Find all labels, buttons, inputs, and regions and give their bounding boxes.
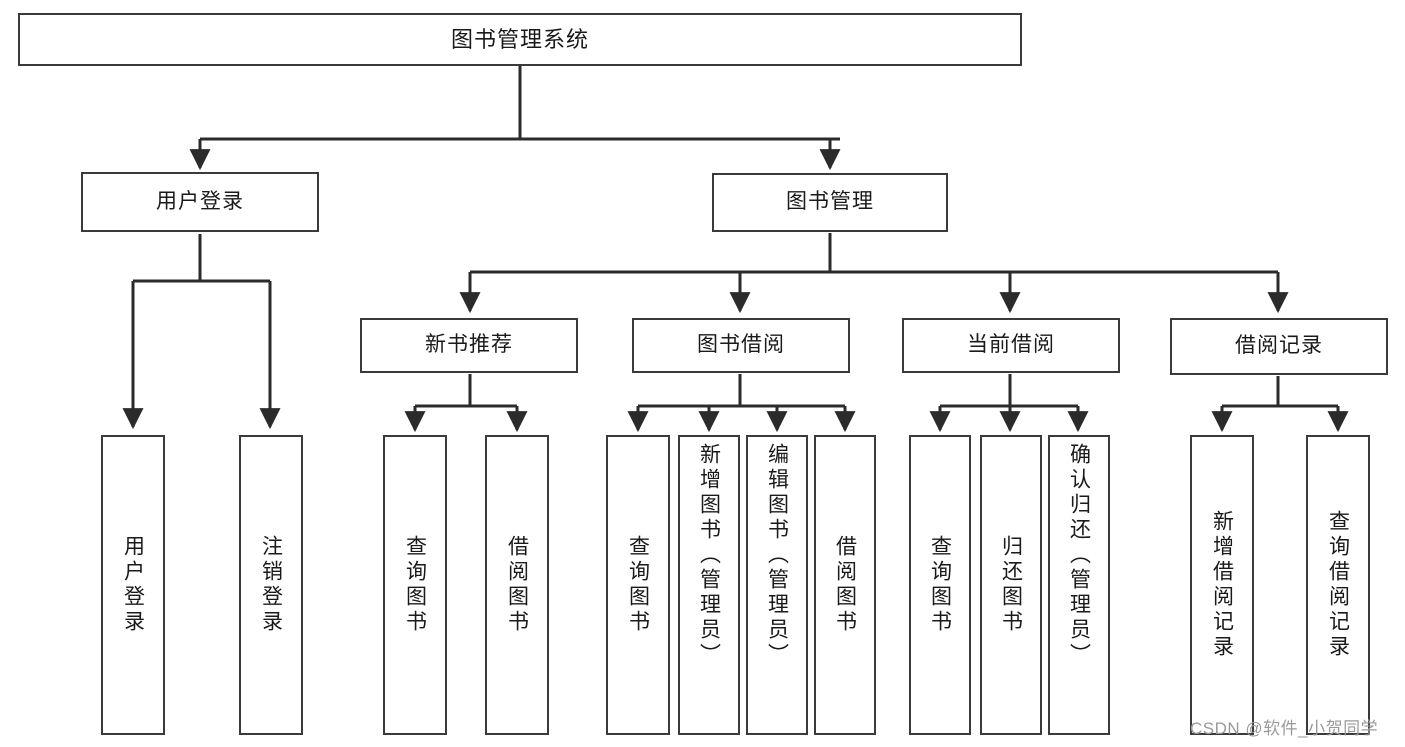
leaf-query-book-1[interactable]: 查询图书 <box>383 435 447 735</box>
node-book-manage-label: 图书管理 <box>786 190 874 214</box>
node-borrow-record[interactable]: 借阅记录 <box>1170 318 1388 375</box>
leaf-borrow-book-2[interactable]: 借阅图书 <box>814 435 876 735</box>
leaf-return-book[interactable]: 归还图书 <box>980 435 1042 735</box>
leaf-borrow-book-1[interactable]: 借阅图书 <box>485 435 549 735</box>
leaf-add-record[interactable]: 新增借阅记录 <box>1190 435 1254 735</box>
leaf-borrow-book-2-label: 借阅图书 <box>833 535 857 635</box>
leaf-query-book-3-label: 查询图书 <box>928 535 952 635</box>
node-user-login-label: 用户登录 <box>156 189 244 213</box>
leaf-query-book-2-label: 查询图书 <box>626 535 650 635</box>
leaf-confirm-return[interactable]: 确认归还（管理员） <box>1048 435 1110 735</box>
node-book-borrow[interactable]: 图书借阅 <box>632 318 850 373</box>
node-root-label: 图书管理系统 <box>450 26 589 52</box>
leaf-user-login[interactable]: 用户登录 <box>101 435 165 735</box>
leaf-user-login-label: 用户登录 <box>121 535 145 635</box>
node-new-book-recommend-label: 新书推荐 <box>425 333 513 357</box>
node-user-login[interactable]: 用户登录 <box>81 172 319 232</box>
leaf-confirm-return-label: 确认归还（管理员） <box>1067 443 1091 668</box>
leaf-query-book-2[interactable]: 查询图书 <box>606 435 670 735</box>
leaf-add-record-label: 新增借阅记录 <box>1210 510 1234 660</box>
leaf-user-logout-label: 注销登录 <box>259 535 283 635</box>
leaf-edit-book-label: 编辑图书（管理员） <box>765 443 789 668</box>
node-current-borrow[interactable]: 当前借阅 <box>902 318 1120 373</box>
csdn-watermark: CSDN @软件_小贺同学 <box>1190 719 1379 738</box>
node-root[interactable]: 图书管理系统 <box>18 13 1022 66</box>
leaf-return-book-label: 归还图书 <box>999 535 1023 635</box>
node-new-book-recommend[interactable]: 新书推荐 <box>360 318 578 373</box>
leaf-query-record[interactable]: 查询借阅记录 <box>1306 435 1370 735</box>
node-book-manage[interactable]: 图书管理 <box>712 173 948 232</box>
leaf-borrow-book-1-label: 借阅图书 <box>505 535 529 635</box>
leaf-add-book[interactable]: 新增图书（管理员） <box>678 435 740 735</box>
leaf-user-logout[interactable]: 注销登录 <box>239 435 303 735</box>
leaf-query-book-1-label: 查询图书 <box>403 535 427 635</box>
node-book-borrow-label: 图书借阅 <box>697 333 785 357</box>
leaf-query-book-3[interactable]: 查询图书 <box>909 435 971 735</box>
node-current-borrow-label: 当前借阅 <box>967 333 1055 357</box>
node-borrow-record-label: 借阅记录 <box>1235 334 1323 358</box>
leaf-query-record-label: 查询借阅记录 <box>1326 510 1350 660</box>
leaf-add-book-label: 新增图书（管理员） <box>697 443 721 668</box>
leaf-edit-book[interactable]: 编辑图书（管理员） <box>746 435 808 735</box>
